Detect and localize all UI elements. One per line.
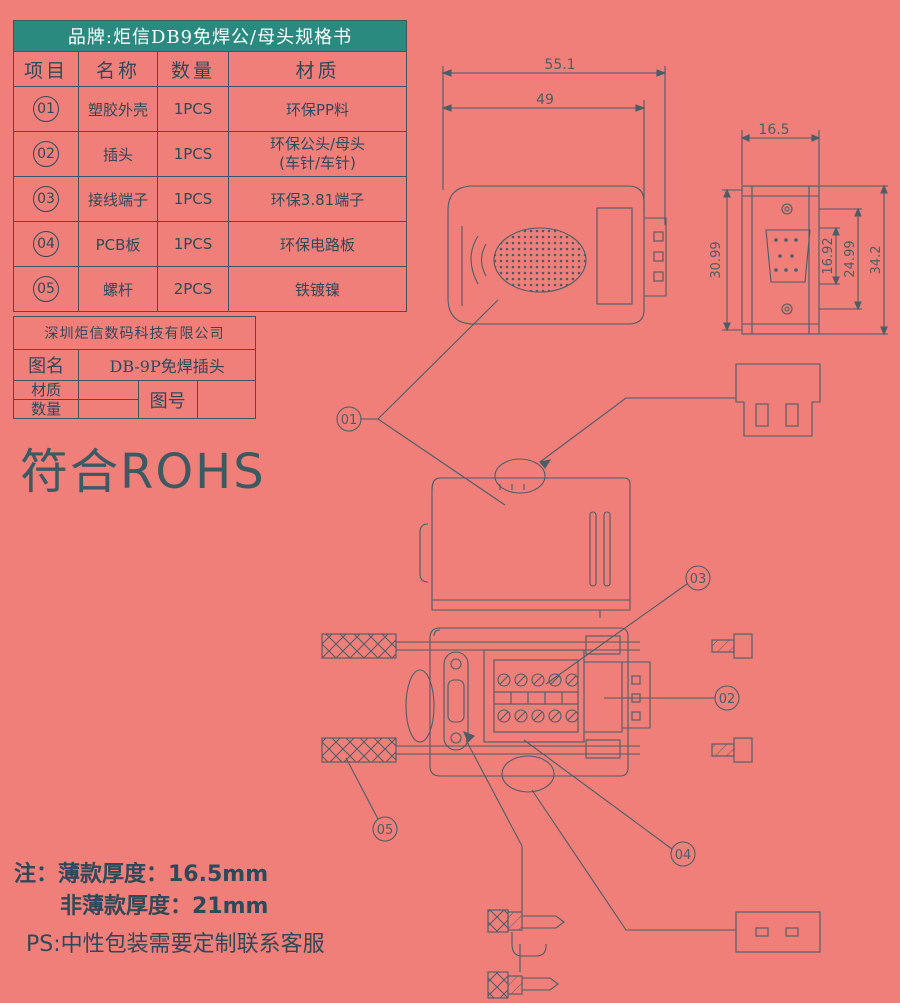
table-row: 01 塑胶外壳 1PCS 环保PP料 [13,86,407,132]
clip-detail [494,363,821,494]
item-name: 插头 [78,131,158,177]
dim-34-2: 34.2 [869,246,884,275]
quantity-value [78,399,139,419]
item-name: 螺杆 [78,266,158,312]
dim-30-99: 30.99 [709,241,724,278]
item-material: 铁镀镍 [228,266,407,312]
item-qty: 1PCS [157,221,229,267]
callout-03: 03 [545,565,711,685]
item-number: 01 [33,96,59,122]
item-number: 04 [33,231,59,257]
header-material: 材质 [228,51,407,87]
table-row: 03 接线端子 1PCS 环保3.81端子 [13,176,407,222]
callout-02: 02 [604,685,740,711]
front-view: 16.5 30.99 16.92 24.99 34.2 [709,122,888,336]
callout-02-label: 02 [719,692,736,707]
perspective-view: 55.1 49 [441,57,667,325]
dim-24-99: 24.99 [843,240,858,277]
item-material-note: (车针/车针) [279,154,356,172]
wire-detail [463,731,565,999]
item-material: 环保PP料 [228,86,407,132]
table-row: 04 PCB板 1PCS 环保电路板 [13,221,407,267]
callout-03-label: 03 [690,572,707,587]
note-standard-thickness: 非薄款厚度：21mm [60,894,269,919]
header-item: 项目 [13,51,79,87]
screw-top [321,633,753,659]
item-material: 环保3.81端子 [228,176,407,222]
company-name: 深圳炬信数码科技有限公司 [13,316,256,350]
table-row: 02 插头 1PCS 环保公头/母头 (车针/车针) [13,131,407,177]
callout-01-label: 01 [341,413,358,428]
item-number: 05 [33,276,59,302]
header-name: 名称 [78,51,158,87]
item-material: 环保电路板 [228,221,407,267]
note-thin-thickness: 注：薄款厚度：16.5mm [14,862,269,887]
screw-bottom [321,737,753,763]
item-name: PCB板 [78,221,158,267]
item-number: 03 [33,186,59,212]
item-number: 02 [33,141,59,167]
item-qty: 1PCS [157,176,229,222]
top-cover [419,477,631,618]
callout-01: 01 [336,299,506,506]
dim-16-92: 16.92 [821,237,836,274]
bottom-housing [405,627,651,777]
bottom-clip-detail [501,755,821,953]
drawing-no-value [196,380,257,419]
dim-16-5: 16.5 [758,122,789,138]
spec-title: 品牌:炬信DB9免焊公/母头规格书 [13,20,407,52]
bom-table: 品牌:炬信DB9免焊公/母头规格书 项目 名称 数量 材质 01 塑胶外壳 1P… [13,20,407,312]
item-name: 接线端子 [78,176,158,222]
packaging-note: PS:中性包装需要定制联系客服 [26,932,325,957]
item-qty: 2PCS [157,266,229,312]
table-row: 05 螺杆 2PCS 铁镀镍 [13,266,407,312]
rohs-label: 符合ROHS [20,444,266,500]
quantity-label: 数量 [12,399,80,419]
dim-55-1: 55.1 [544,57,575,73]
callout-04-label: 04 [675,848,692,863]
item-material: 环保公头/母头 [269,135,366,153]
callout-04: 04 [523,739,696,867]
callout-05: 05 [345,757,398,842]
callout-05-label: 05 [377,823,394,838]
title-block: 深圳炬信数码科技有限公司 图名 DB-9P免焊插头 材质 图号 数量 [12,316,257,419]
dim-49: 49 [536,92,554,108]
